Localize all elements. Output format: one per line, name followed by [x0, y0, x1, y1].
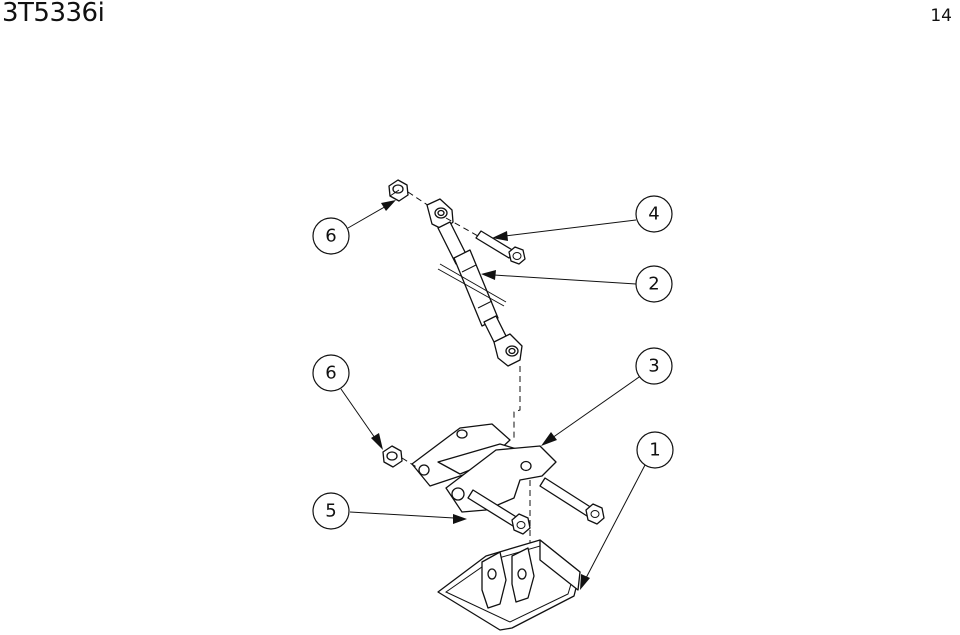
callout-label: 1: [649, 440, 660, 461]
callout-4: 4: [635, 195, 673, 233]
hex-nut-top: [388, 179, 409, 202]
hex-nut-lower: [382, 445, 403, 468]
callout-label: 5: [325, 501, 336, 522]
callout-label: 6: [325, 226, 336, 247]
callout-5: 5: [312, 492, 350, 530]
page-header: 3T5336i 14: [0, 0, 960, 40]
callout-label: 6: [325, 363, 336, 384]
callout-1: 1: [636, 431, 674, 469]
callout-3: 3: [635, 347, 673, 385]
page-number: 14: [930, 6, 952, 26]
callout-label: 3: [648, 356, 659, 377]
document-title: 3T5336i: [2, 0, 105, 28]
callout-2: 2: [635, 265, 673, 303]
callout-label: 4: [648, 204, 659, 225]
callout-6-lower: 6: [312, 354, 350, 392]
turnbuckle: [426, 198, 523, 367]
bolt-right: [539, 477, 605, 525]
callout-6-top: 6: [312, 217, 350, 255]
base-plate: [437, 539, 581, 631]
leader-lines: [340, 200, 646, 590]
bolt-lower: [467, 489, 531, 535]
bolt-upper: [475, 230, 526, 265]
callout-label: 2: [648, 274, 659, 295]
